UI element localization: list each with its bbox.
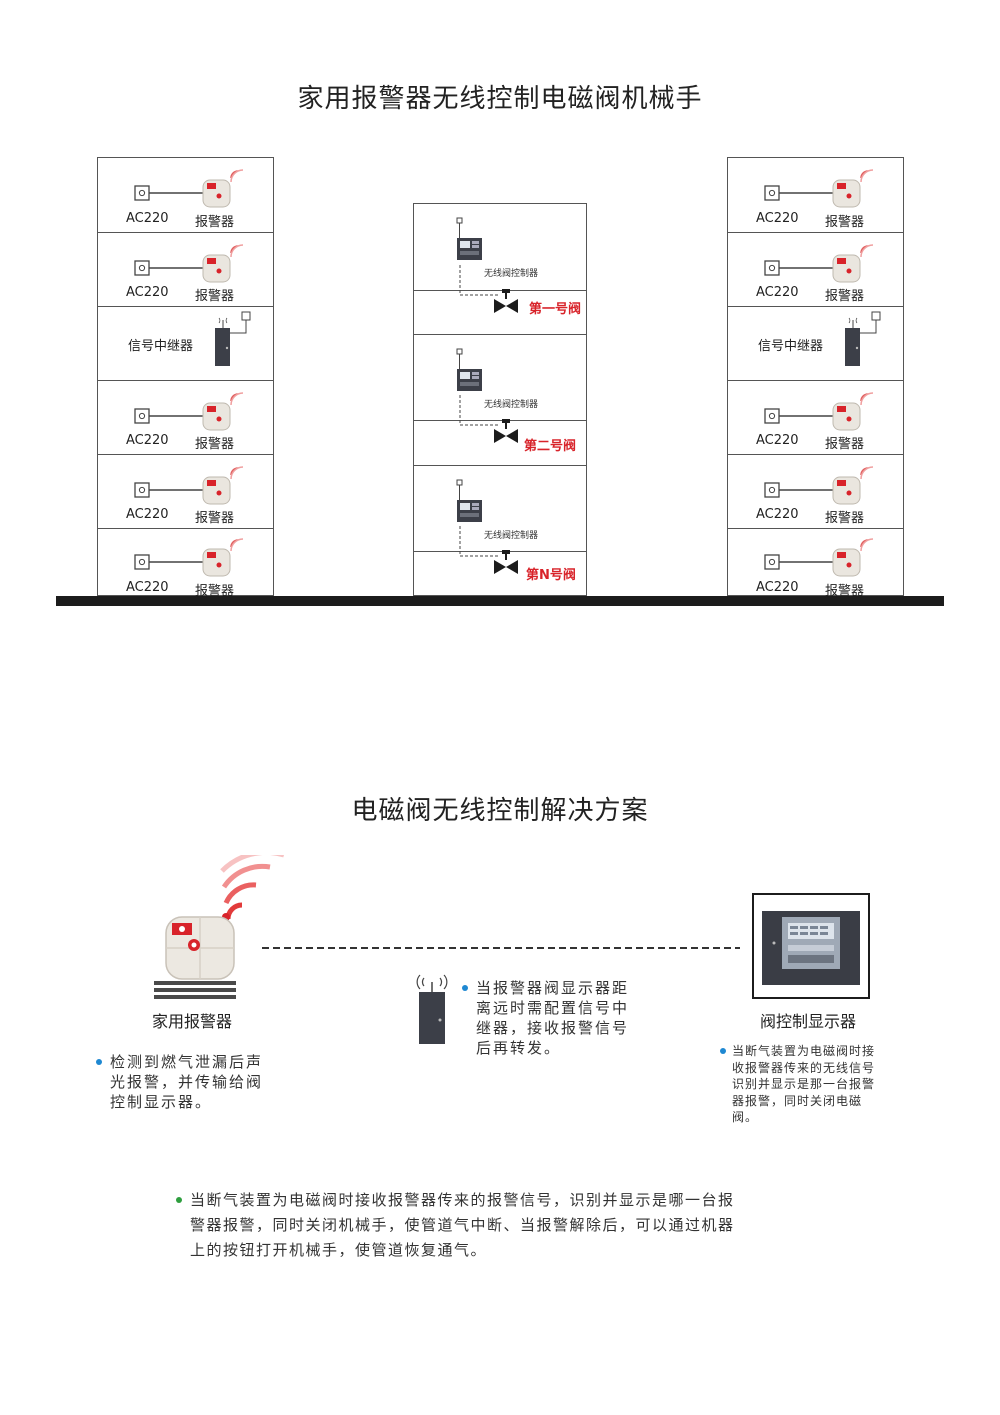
floor-alarm: AC220 报警器: [98, 233, 273, 307]
right-building: AC220 报警器 AC220 报警器 信号中继器: [727, 157, 904, 599]
solution-title: 电磁阀无线控制解决方案: [351, 796, 649, 826]
ground-line: [56, 596, 944, 606]
note-line: 上的按钮打开机械手，使管道恢复通气。: [190, 1241, 488, 1259]
floor-alarm: AC220 报警器: [98, 381, 273, 455]
floor-repeater: 信号中继器: [728, 307, 903, 381]
note-line: 收报警器传来的无线信号: [732, 1060, 876, 1075]
alarm-label: 报警器: [195, 215, 235, 230]
outlet-alarm-icon: [764, 392, 874, 431]
outlet-alarm-icon: [764, 466, 874, 505]
valve-icon: [459, 395, 518, 443]
controller-icon: [456, 217, 482, 260]
note-line: 继器，接收报警信号: [476, 1019, 630, 1037]
diagram-title: 家用报警器无线控制电磁阀机械手: [297, 84, 703, 114]
controller-cell: 无线阀控制器: [414, 335, 586, 421]
controller-icon: [456, 348, 482, 391]
home-alarm-icon: [154, 855, 284, 999]
bullet-dot: [720, 1048, 726, 1054]
left-building: AC220 报警器 AC220 报警器 信号中继器: [97, 157, 274, 599]
floor-repeater: 信号中继器: [98, 307, 273, 381]
note-line: 离远时需配置信号中: [476, 999, 630, 1017]
bullet-dot: [462, 985, 468, 991]
controller-cell: 无线阀控制器: [414, 466, 586, 552]
signal-dashed-line: [262, 947, 740, 949]
valve-cell: 第二号阀: [414, 395, 586, 466]
outlet-alarm-icon: [134, 538, 244, 577]
valve-display-icon: [752, 893, 870, 999]
ac220-label: AC220: [126, 211, 169, 226]
floor-alarm: AC220 报警器: [728, 529, 903, 599]
outlet-alarm-icon: [134, 392, 244, 431]
floor-alarm: AC220 报警器: [98, 455, 273, 529]
alarm-label: 报警器: [825, 215, 865, 230]
signal-repeater-icon: [416, 974, 448, 1044]
floor-alarm: AC220 报警器: [98, 158, 273, 233]
note-line: 识别并显示是那一台报警: [732, 1077, 876, 1091]
note-line: 当断气装置为电磁阀时接收报警器传来的报警信号，识别并显示是哪一台报: [190, 1191, 735, 1209]
bullet-dot: [96, 1059, 102, 1065]
valve-label: 第N号阀: [526, 568, 576, 583]
valve-display-label: 阀控制显示器: [760, 1012, 857, 1031]
valve-label: 第一号阀: [529, 302, 582, 317]
outlet-alarm-icon: [764, 244, 874, 283]
note-line: 后再转发。: [476, 1039, 562, 1057]
valve-cell: 第一号阀: [414, 265, 586, 335]
alarm-label: 报警器: [195, 437, 235, 452]
alarm-label: 报警器: [825, 437, 865, 452]
note-left: 检测到燃气泄漏后声 光报警，并传输给阀 控制显示器。: [96, 1052, 263, 1112]
outlet-alarm-icon: [764, 169, 874, 208]
note-line: 器报警，同时关闭电磁: [732, 1093, 863, 1108]
ac220-label: AC220: [756, 285, 799, 300]
controller-label: 无线阀控制器: [484, 531, 539, 541]
alarm-label: 报警器: [825, 584, 865, 599]
note-line: 警器报警，同时关闭机械手，使管道气中断、当报警解除后，可以通过机器: [190, 1216, 735, 1234]
ac220-label: AC220: [126, 433, 169, 448]
controller-label: 无线阀控制器: [484, 269, 539, 279]
controller-cell: 无线阀控制器: [414, 204, 586, 291]
outlet-alarm-icon: [134, 244, 244, 283]
outlet-alarm-icon: [764, 538, 874, 577]
outlet-alarm-icon: [134, 169, 244, 208]
note-right: 当断气装置为电磁阀时接 收报警器传来的无线信号 识别并显示是那一台报警 器报警，…: [720, 1043, 875, 1126]
floor-alarm: AC220 报警器: [728, 233, 903, 307]
alarm-label: 报警器: [825, 289, 865, 304]
ac220-label: AC220: [126, 507, 169, 522]
valve-icon: [459, 265, 518, 313]
repeater-icon: [845, 311, 881, 366]
ac220-label: AC220: [756, 580, 799, 595]
alarm-label: 报警器: [825, 511, 865, 526]
ac220-label: AC220: [126, 285, 169, 300]
ac220-label: AC220: [756, 433, 799, 448]
ac220-label: AC220: [756, 211, 799, 226]
note-line: 当报警器阀显示器距: [476, 979, 630, 997]
repeater-icon: [215, 311, 251, 366]
bullet-dot: [176, 1197, 182, 1203]
note-bottom: 当断气装置为电磁阀时接收报警器传来的报警信号，识别并显示是哪一台报 警器报警，同…: [176, 1188, 735, 1263]
note-middle: 当报警器阀显示器距 离远时需配置信号中 继器，接收报警信号 后再转发。: [462, 978, 629, 1058]
controller-icon: [456, 479, 482, 522]
outlet-alarm-icon: [134, 466, 244, 505]
alarm-label: 报警器: [195, 289, 235, 304]
valve-icon: [459, 526, 518, 574]
floor-alarm: AC220 报警器: [728, 455, 903, 529]
note-line: 检测到燃气泄漏后声: [110, 1053, 264, 1071]
alarm-label: 报警器: [195, 511, 235, 526]
home-alarm-label: 家用报警器: [152, 1012, 233, 1031]
ac220-label: AC220: [756, 507, 799, 522]
valve-label: 第二号阀: [524, 439, 577, 454]
alarm-label: 报警器: [195, 584, 235, 599]
floor-alarm: AC220 报警器: [98, 529, 273, 599]
valve-cell: 第N号阀: [414, 526, 586, 597]
note-line: 控制显示器。: [110, 1093, 213, 1111]
repeater-label: 信号中继器: [758, 339, 824, 354]
note-line: 当断气装置为电磁阀时接: [732, 1044, 876, 1058]
repeater-label: 信号中继器: [128, 339, 194, 354]
floor-alarm: AC220 报警器: [728, 381, 903, 455]
ac220-label: AC220: [126, 580, 169, 595]
note-line: 阀。: [732, 1110, 759, 1124]
note-line: 光报警，并传输给阀: [110, 1073, 264, 1091]
middle-building: 无线阀控制器 第一号阀 无线阀控制器 第二: [413, 203, 587, 596]
controller-label: 无线阀控制器: [484, 400, 539, 410]
floor-alarm: AC220 报警器: [728, 158, 903, 233]
